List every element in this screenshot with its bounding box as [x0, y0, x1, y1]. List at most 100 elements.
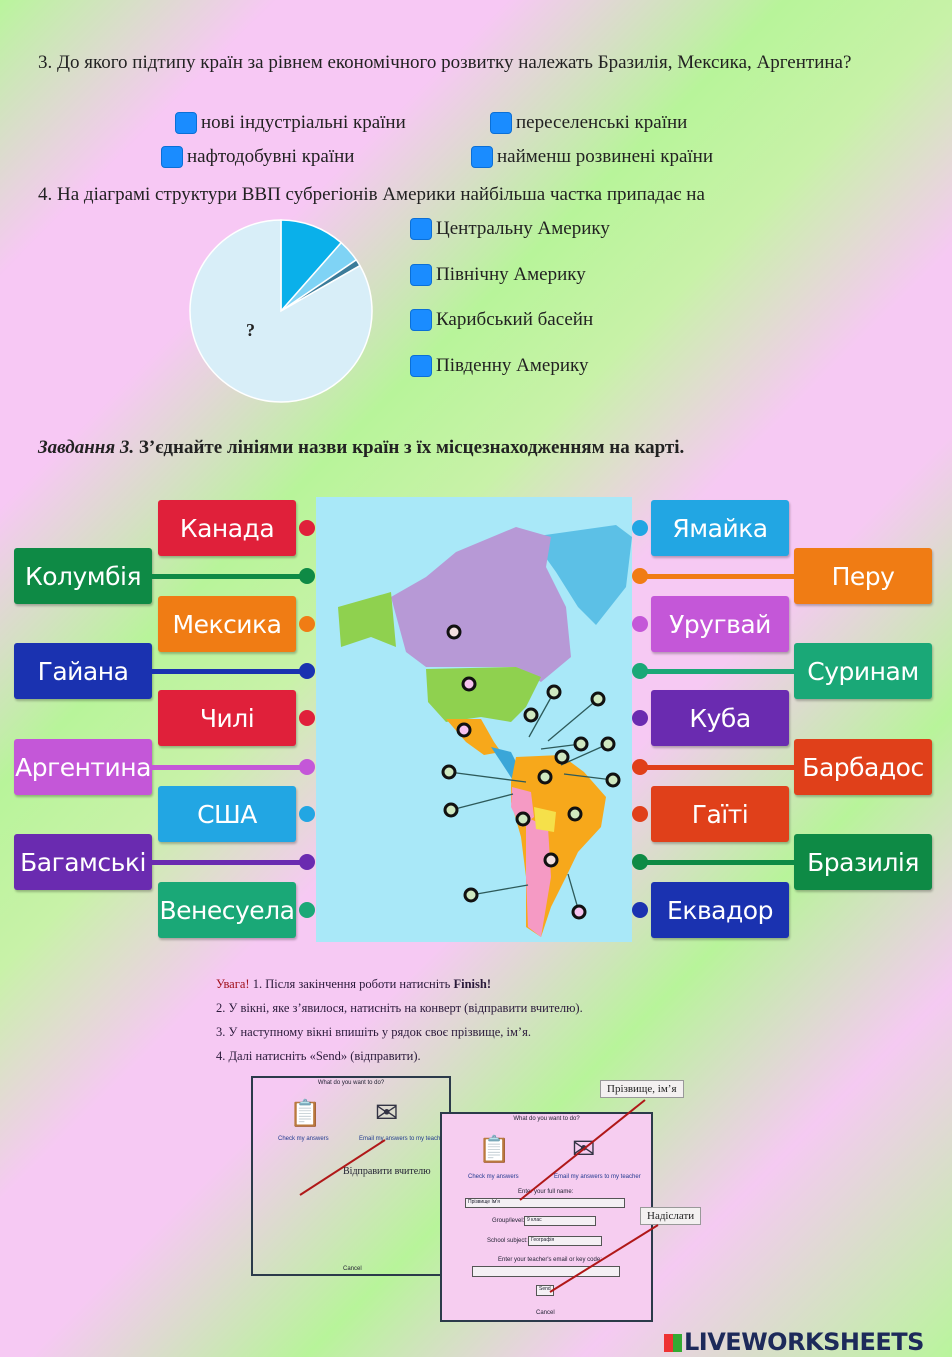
connector-dot[interactable] [299, 902, 315, 918]
option-caribbean[interactable]: Карибський басейн [410, 309, 593, 331]
pointer-line [547, 698, 599, 742]
connector-line [152, 669, 302, 674]
note-name: Прізвище, ім’я [600, 1080, 684, 1098]
checkbox[interactable] [410, 355, 432, 377]
checkbox[interactable] [410, 218, 432, 240]
left-country-label[interactable]: Аргентина [14, 739, 152, 795]
connector-dot[interactable] [299, 806, 315, 822]
right-country-label[interactable]: Уругвай [651, 596, 789, 652]
map-target-marker[interactable] [515, 811, 531, 827]
map-target-marker[interactable] [523, 707, 539, 723]
left-country-label[interactable]: США [158, 786, 296, 842]
connector-dot[interactable] [632, 806, 648, 822]
map-target-marker[interactable] [605, 772, 621, 788]
argentina-chile [526, 817, 551, 937]
right-country-label[interactable]: Гаїті [651, 786, 789, 842]
right-country-label[interactable]: Еквадор [651, 882, 789, 938]
envelope-icon: ✉ [572, 1133, 596, 1164]
connector-dot[interactable] [299, 854, 315, 870]
pointer-line [450, 793, 514, 811]
left-country-label[interactable]: Багамські [14, 834, 152, 890]
envelope-icon: ✉ [375, 1097, 399, 1128]
question-3: 3. До якого підтипу країн за рівнем екон… [38, 52, 852, 73]
right-country-label[interactable]: Ямайка [651, 500, 789, 556]
map-target-marker[interactable] [554, 749, 570, 765]
map-target-marker[interactable] [461, 676, 477, 692]
map-target-marker[interactable] [573, 736, 589, 752]
left-country-label[interactable]: Гайана [14, 643, 152, 699]
checkbox[interactable] [175, 112, 197, 134]
left-country-label[interactable]: Колумбія [14, 548, 152, 604]
pointer-line [560, 743, 609, 766]
map-target-marker[interactable] [443, 802, 459, 818]
option-central-america[interactable]: Центральну Америку [410, 218, 610, 240]
map-target-marker[interactable] [537, 769, 553, 785]
map-target-marker[interactable] [441, 764, 457, 780]
right-country-label[interactable]: Куба [651, 690, 789, 746]
greenland [531, 525, 632, 625]
checkbox[interactable] [490, 112, 512, 134]
pointer-line [528, 691, 555, 738]
dialog-screenshot-2: What do you want to do? 📋 Check my answe… [440, 1112, 653, 1322]
right-country-label[interactable]: Перу [794, 548, 932, 604]
pie-label: ? [246, 320, 255, 340]
option-new-industrial[interactable]: нові індустріальні країни [175, 112, 406, 134]
dialog-screenshot-1: What do you want to do? 📋 Check my answe… [251, 1076, 451, 1276]
checkbox[interactable] [161, 146, 183, 168]
connector-dot[interactable] [632, 663, 648, 679]
left-country-label[interactable]: Чилі [158, 690, 296, 746]
checkbox[interactable] [410, 264, 432, 286]
map-target-marker[interactable] [571, 904, 587, 920]
connector-dot[interactable] [632, 710, 648, 726]
option-least-developed[interactable]: найменш розвинені країни [471, 146, 713, 168]
clipboard-search-icon: 📋 [478, 1134, 511, 1164]
right-country-label[interactable]: Барбадос [794, 739, 932, 795]
connector-line [152, 860, 302, 865]
connector-dot[interactable] [632, 759, 648, 775]
left-country-label[interactable]: Мексика [158, 596, 296, 652]
instructions: Увага! 1. Після закінчення роботи натисн… [216, 977, 583, 1063]
right-country-label[interactable]: Бразилія [794, 834, 932, 890]
americas-map [316, 497, 632, 942]
connector-dot[interactable] [632, 568, 648, 584]
alaska [338, 592, 396, 647]
map-target-marker[interactable] [456, 722, 472, 738]
connector-dot[interactable] [632, 902, 648, 918]
connector-dot[interactable] [299, 663, 315, 679]
left-country-label[interactable]: Венесуела [158, 882, 296, 938]
connector-dot[interactable] [299, 568, 315, 584]
map-target-marker[interactable] [446, 624, 462, 640]
map-target-marker[interactable] [567, 806, 583, 822]
connector-dot[interactable] [299, 759, 315, 775]
connector-line [152, 765, 302, 770]
checkbox[interactable] [471, 146, 493, 168]
map-target-marker[interactable] [600, 736, 616, 752]
connector-line [640, 669, 794, 674]
map-target-marker[interactable] [546, 684, 562, 700]
pointer-line [448, 771, 527, 783]
connector-dot[interactable] [299, 616, 315, 632]
connector-dot[interactable] [632, 616, 648, 632]
option-settler[interactable]: переселенські країни [490, 112, 687, 134]
connector-line [640, 574, 794, 579]
pie-slice [280, 219, 343, 313]
map-target-marker[interactable] [463, 887, 479, 903]
option-north-america[interactable]: Північну Америку [410, 264, 586, 286]
usa [426, 667, 541, 722]
bolivia [534, 807, 556, 832]
left-country-label[interactable]: Канада [158, 500, 296, 556]
checkbox[interactable] [410, 309, 432, 331]
note-send: Надіслати [640, 1207, 702, 1225]
option-oil[interactable]: нафтодобувні країни [161, 146, 354, 168]
option-south-america[interactable]: Південну Америку [410, 355, 589, 377]
connector-dot[interactable] [632, 520, 648, 536]
right-country-label[interactable]: Суринам [794, 643, 932, 699]
map-target-marker[interactable] [590, 691, 606, 707]
map-target-marker[interactable] [543, 852, 559, 868]
connector-dot[interactable] [299, 710, 315, 726]
connector-dot[interactable] [299, 520, 315, 536]
connector-line [152, 574, 302, 579]
pie-slice [189, 219, 373, 403]
connector-dot[interactable] [632, 854, 648, 870]
question-4: 4. На діаграмі структури ВВП субрегіонів… [38, 184, 705, 205]
